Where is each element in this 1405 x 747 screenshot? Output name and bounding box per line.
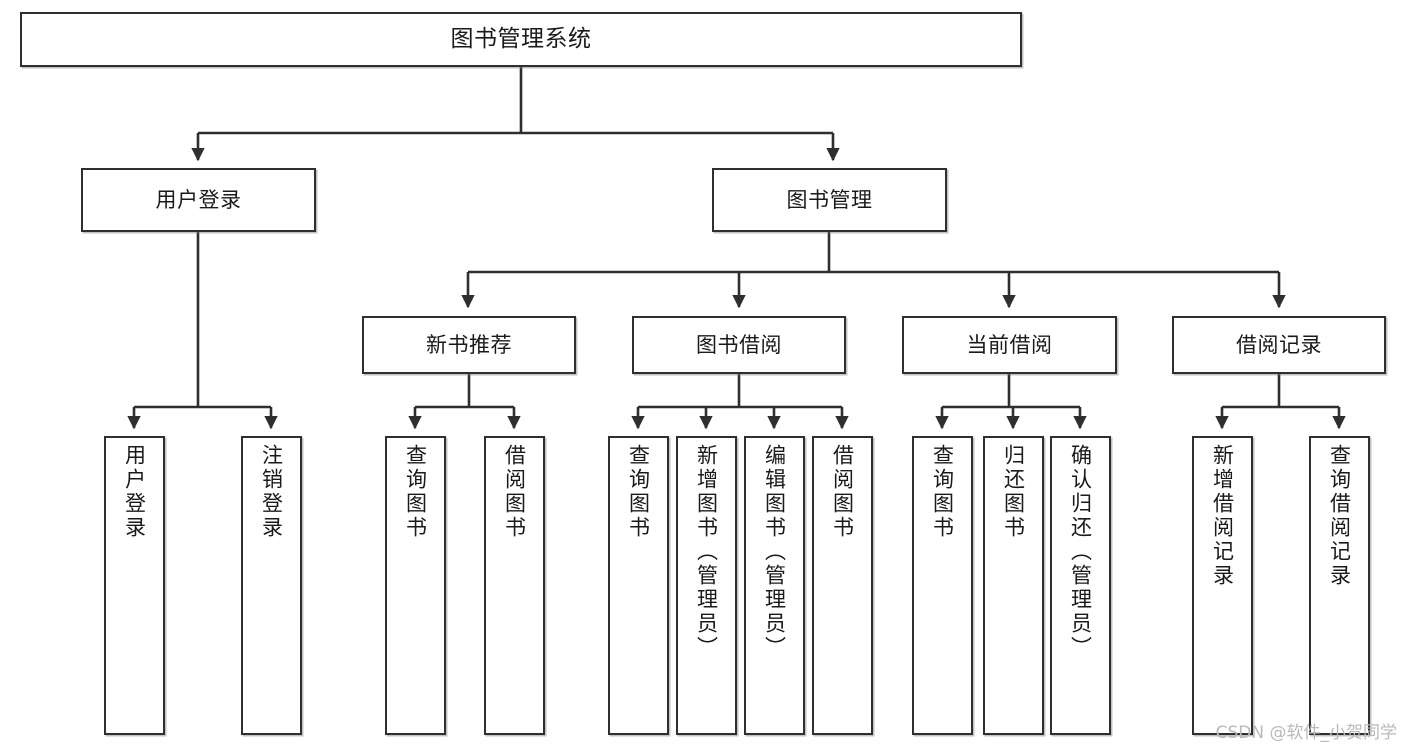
node-label: 用户登录 — [155, 187, 242, 212]
node-label: 图书管理 — [786, 187, 873, 212]
node-label: 借阅记录 — [1236, 332, 1322, 357]
node-label: 确认归还（管理员） — [1068, 444, 1093, 660]
node-leaf-0[interactable]: 用户登录 — [104, 436, 165, 735]
node-level3-3[interactable]: 借阅记录 — [1172, 316, 1386, 374]
node-leaf-9[interactable]: 归还图书 — [983, 436, 1044, 735]
node-label: 编辑图书（管理员） — [762, 444, 787, 660]
node-level3-2[interactable]: 当前借阅 — [902, 316, 1117, 374]
node-label: 用户登录 — [122, 444, 147, 540]
node-level3-1[interactable]: 图书借阅 — [632, 316, 846, 374]
node-leaf-11[interactable]: 新增借阅记录 — [1192, 436, 1253, 735]
node-level2-0[interactable]: 用户登录 — [81, 168, 316, 232]
node-label: 图书借阅 — [696, 332, 782, 357]
node-label: 查询图书 — [626, 444, 651, 540]
node-label: 注销登录 — [259, 444, 284, 540]
node-root-system[interactable]: 图书管理系统 — [20, 12, 1022, 67]
node-label: 查询图书 — [403, 444, 428, 540]
node-leaf-5[interactable]: 新增图书（管理员） — [676, 436, 737, 735]
node-label: 借阅图书 — [502, 444, 527, 540]
node-label: 当前借阅 — [966, 332, 1053, 357]
node-label: 图书管理系统 — [450, 26, 592, 53]
node-label: 查询图书 — [930, 444, 955, 540]
node-level3-0[interactable]: 新书推荐 — [362, 316, 576, 374]
node-label: 查询借阅记录 — [1327, 444, 1352, 588]
node-leaf-6[interactable]: 编辑图书（管理员） — [744, 436, 805, 735]
node-leaf-1[interactable]: 注销登录 — [241, 436, 302, 735]
node-leaf-8[interactable]: 查询图书 — [912, 436, 973, 735]
node-level2-1[interactable]: 图书管理 — [712, 168, 947, 232]
node-leaf-12[interactable]: 查询借阅记录 — [1309, 436, 1370, 735]
node-label: 新增借阅记录 — [1210, 444, 1235, 588]
csdn-watermark: CSDN @软件_小贺同学 — [1215, 723, 1397, 743]
node-leaf-10[interactable]: 确认归还（管理员） — [1050, 436, 1111, 735]
node-label: 新增图书（管理员） — [694, 444, 719, 660]
node-leaf-4[interactable]: 查询图书 — [608, 436, 669, 735]
node-label: 新书推荐 — [426, 332, 512, 357]
node-label: 归还图书 — [1001, 444, 1026, 540]
node-leaf-3[interactable]: 借阅图书 — [484, 436, 545, 735]
node-leaf-2[interactable]: 查询图书 — [385, 436, 446, 735]
node-label: 借阅图书 — [830, 444, 855, 540]
node-leaf-7[interactable]: 借阅图书 — [812, 436, 873, 735]
